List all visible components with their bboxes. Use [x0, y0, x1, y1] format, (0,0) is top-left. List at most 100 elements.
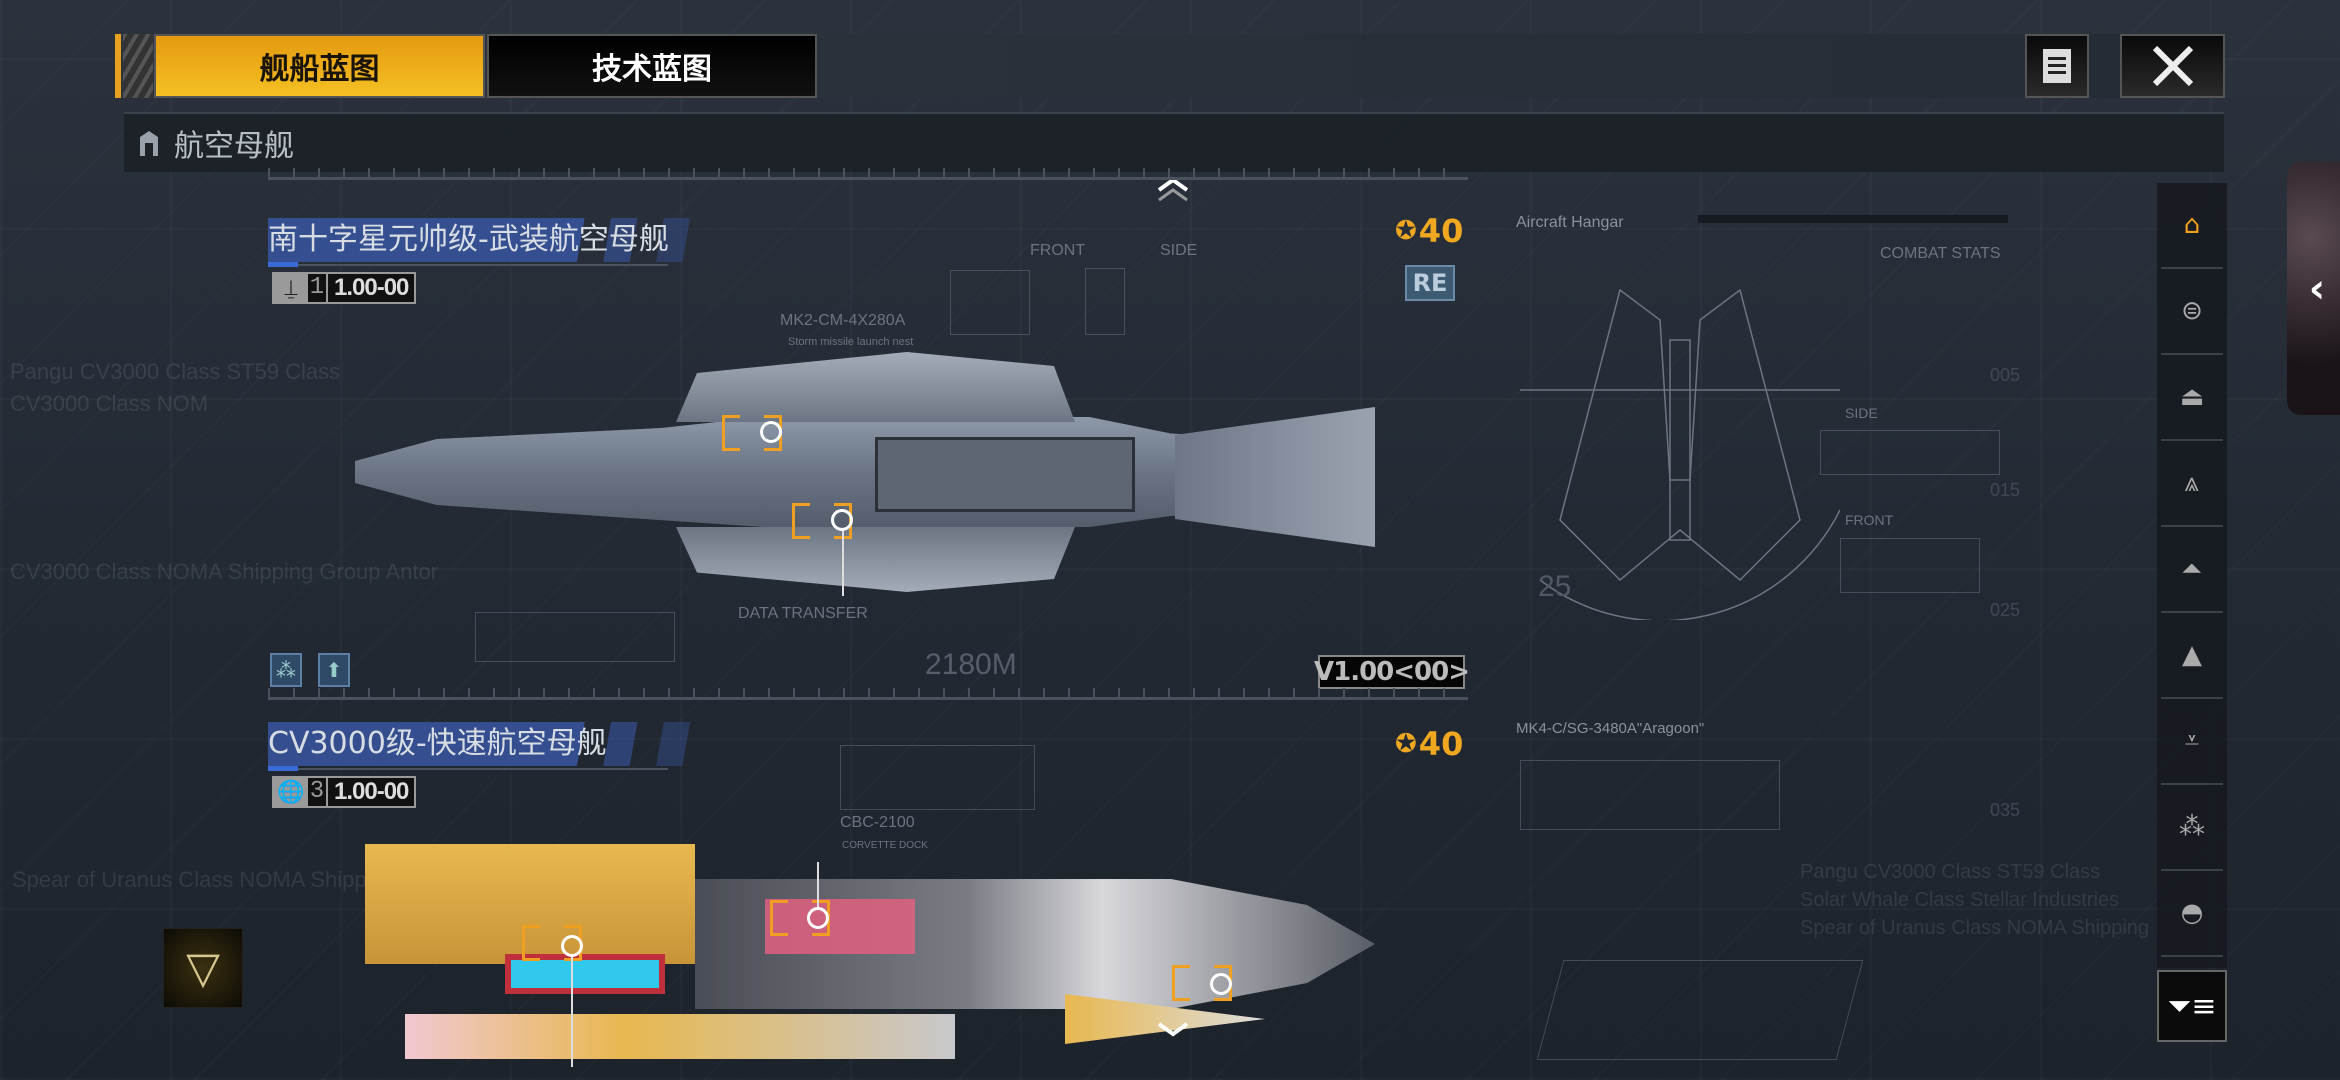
ruler	[268, 688, 1468, 700]
command-cost: ✪40	[1395, 212, 1463, 250]
module-schematic	[1520, 760, 1780, 830]
blueprint-sketch	[950, 270, 1030, 335]
blueprint-sketch	[1085, 268, 1125, 335]
fighter-icon: ▲	[2182, 640, 2202, 670]
scroll-up-icon[interactable]	[1155, 176, 1191, 204]
formation-icon: ⁂	[2179, 812, 2205, 842]
sidebar-item-frigate[interactable]: ⩓	[2161, 441, 2223, 527]
close-icon	[2152, 46, 2193, 86]
blueprint-panel: Aircraft Hangar COMBAT STATS SIDE FRONT …	[1490, 200, 2140, 840]
top-tab-bar: 舰船蓝图 技术蓝图	[115, 34, 2225, 98]
hatch-decoration	[123, 34, 153, 98]
ship-name: 南十字星元帅级-武装航空母舰	[268, 222, 669, 257]
frigate-icon: ⩓	[2184, 467, 2200, 498]
front-label: FRONT	[1030, 242, 1086, 259]
document-list-icon	[2043, 49, 2071, 83]
sidebar-item-corvette[interactable]: ⏶	[2161, 527, 2223, 613]
dome-icon: ◓	[2180, 898, 2204, 928]
callout-code: CBC-2100	[840, 814, 915, 831]
carrier-icon: ⌂	[2183, 210, 2201, 240]
tab-ship-blueprint[interactable]: 舰船蓝图	[154, 34, 485, 98]
hardpoint-marker[interactable]	[807, 907, 829, 929]
star-badge-icon: ✪	[1395, 729, 1417, 759]
triangle-emblem-icon: ▽	[186, 942, 220, 994]
ship-length: 2180M	[925, 648, 1017, 681]
title-underline	[268, 262, 668, 267]
faction-emblem[interactable]: ▽	[163, 928, 243, 1008]
blueprint-number: 25	[1538, 570, 1572, 603]
destroyer-icon: ⏏	[2179, 382, 2205, 412]
version-badge: ⍊ 1 1.00-00	[272, 272, 417, 304]
scale-label: 025	[1990, 600, 2021, 620]
hardpoint-marker[interactable]	[831, 509, 853, 531]
upgrade-arrow-icon[interactable]: ⬆	[318, 653, 350, 687]
cruiser-icon: ⊜	[2181, 296, 2203, 326]
sidebar-item-other[interactable]: ◓	[2161, 871, 2223, 957]
version: 1.00-00	[328, 274, 415, 302]
blueprint-version: V1.00<00>	[1313, 655, 1470, 689]
ship-name-band	[268, 218, 788, 262]
front-schematic	[1840, 538, 1980, 593]
sidebar-item-cruiser[interactable]: ⊜	[2161, 269, 2223, 355]
sidebar-item-destroyer[interactable]: ⏏	[2161, 355, 2223, 441]
globe-icon: 🌐	[277, 779, 305, 805]
tier: 3	[308, 778, 326, 806]
ship-name-band	[268, 722, 788, 766]
version-badge: 🌐 3 1.00-00	[272, 776, 417, 808]
tier: 1	[308, 274, 326, 302]
hardpoint-marker[interactable]	[561, 935, 583, 957]
callout-desc: Storm missile launch nest	[788, 336, 914, 348]
front-label: FRONT	[1845, 512, 1894, 528]
scale-label: 005	[1990, 365, 2021, 385]
hardpoint-marker[interactable]	[1210, 973, 1232, 995]
document-button[interactable]	[2025, 34, 2089, 98]
sidebar-item-formation[interactable]: ⁂	[2161, 785, 2223, 871]
support-icon: ⩡	[2184, 725, 2200, 756]
command-cost: ✪40	[1395, 725, 1463, 763]
ruler	[268, 168, 1468, 180]
scale-label: 015	[1990, 480, 2021, 500]
bg-text: Solar Whale Class Stellar Industries	[1800, 889, 2120, 911]
filter-button[interactable]: ⏷≡	[2157, 970, 2227, 1042]
module-schematic	[1536, 960, 1864, 1060]
bg-text: CV3000 Class NOMA Shipping Group Antor	[10, 559, 439, 584]
accent-stripe	[115, 34, 121, 98]
combat-stats-label: COMBAT STATS	[1880, 245, 2001, 262]
ship-image[interactable]	[365, 824, 1375, 1064]
hardpoint-marker[interactable]	[760, 421, 782, 443]
sidebar-item-support[interactable]: ⩡	[2161, 699, 2223, 785]
star-badge-icon: ✪	[1395, 216, 1417, 246]
side-label: SIDE	[1160, 242, 1198, 259]
category-bar: 航空母舰	[124, 112, 2224, 172]
version: 1.00-00	[328, 778, 415, 806]
callout-line	[842, 531, 844, 596]
callout-line	[571, 957, 573, 1067]
scale-label: 035	[1990, 800, 2021, 820]
fleet-icon[interactable]: ⁂	[270, 653, 302, 687]
callout-line	[817, 862, 819, 907]
blueprint-bar	[1698, 215, 2008, 223]
hangar-schematic	[1520, 288, 1840, 620]
sidebar-item-fighter[interactable]: ▲	[2161, 613, 2223, 699]
corvette-icon: ⏶	[2181, 553, 2203, 584]
data-transfer-label: DATA TRANSFER	[738, 605, 868, 622]
tab-tech-blueprint[interactable]: 技术蓝图	[487, 34, 817, 98]
ship-image[interactable]	[355, 352, 1375, 597]
chevron-left-icon: ‹	[2308, 265, 2326, 312]
side-schematic	[1820, 430, 2000, 475]
bg-text: Pangu CV3000 Class ST59 Class	[10, 359, 341, 384]
sidebar-item-carrier[interactable]: ⌂	[2161, 183, 2223, 269]
module-label: MK4-C/SG-3480A"Aragoon"	[1516, 720, 1705, 737]
callout-desc: CORVETTE DOCK	[842, 840, 928, 851]
bg-text: Spear of Uranus Class NOMA Shipping	[1800, 917, 2150, 939]
side-label: SIDE	[1845, 405, 1878, 421]
title-underline	[268, 766, 668, 771]
close-button[interactable]	[2120, 34, 2225, 98]
filter-icon: ⏷≡	[2167, 988, 2217, 1024]
scroll-down-icon[interactable]	[1155, 1020, 1191, 1040]
bg-text: CV3000 Class NOM	[10, 391, 209, 416]
carrier-icon	[140, 131, 158, 156]
side-panel-handle[interactable]: ‹	[2287, 162, 2340, 415]
cost-value: 40	[1418, 212, 1464, 250]
bg-text: Pangu CV3000 Class ST59 Class	[1800, 861, 2101, 883]
